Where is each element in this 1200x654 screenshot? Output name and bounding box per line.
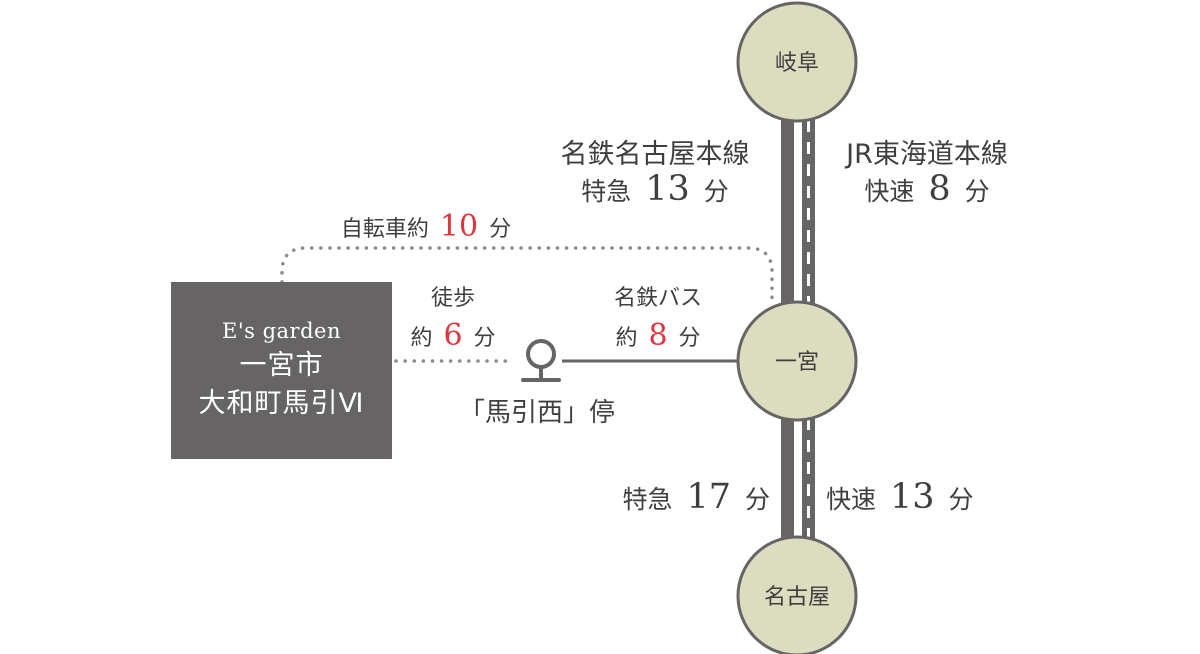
jr-upper-unit: 分	[965, 177, 990, 206]
meitetsu-lower-prefix: 特急	[623, 485, 673, 514]
bus-unit: 分	[679, 326, 701, 351]
walk-unit: 分	[474, 326, 496, 351]
bicycle-num: 10	[440, 209, 478, 244]
origin-city: 一宮市	[239, 349, 324, 381]
meitetsu-lower-num: 17	[686, 477, 731, 517]
jr-track-lower	[802, 414, 815, 546]
station-ichinomiya-label: 一宮	[775, 350, 819, 375]
jr-lower-num: 13	[890, 477, 935, 517]
jr-upper-prefix: 快速	[864, 177, 914, 206]
bus-time: 約 8 分	[615, 318, 700, 353]
meitetsu-lower-unit: 分	[745, 485, 770, 514]
bus-title: 名鉄バス	[614, 286, 702, 311]
meitetsu-upper-time: 特急 13 分	[581, 169, 728, 209]
bus-prefix: 約	[615, 326, 637, 351]
meitetsu-upper-unit: 分	[704, 177, 729, 206]
bus-stop-name: 「馬引西」停	[459, 398, 615, 428]
jr-line-name: JR東海道本線	[844, 139, 1008, 170]
jr-lower-prefix: 快速	[826, 485, 876, 514]
meitetsu-line-name: 名鉄名古屋本線	[561, 139, 750, 170]
bus-num: 8	[648, 318, 667, 353]
jr-upper-num: 8	[928, 169, 950, 209]
station-nagoya: 名古屋	[736, 535, 858, 654]
bicycle-route-dotted	[280, 246, 774, 306]
origin-address: 大和町馬引Ⅵ	[198, 387, 365, 419]
jr-lower-time: 快速 13 分	[826, 477, 973, 517]
jr-upper-time: 快速 8 分	[864, 169, 989, 209]
meitetsu-track-upper	[781, 118, 794, 306]
bicycle-unit: 分	[489, 217, 511, 242]
station-ichinomiya: 一宮	[736, 300, 858, 422]
origin-brand: E's garden	[222, 318, 341, 343]
station-gifu: 岐阜	[736, 1, 858, 123]
meitetsu-upper-num: 13	[645, 169, 690, 209]
bicycle-time: 自転車約 10 分	[341, 209, 511, 244]
meitetsu-upper-prefix: 特急	[581, 177, 631, 206]
meitetsu-lower-time: 特急 17 分	[623, 477, 770, 517]
station-gifu-label: 岐阜	[775, 51, 819, 76]
bus-stop-icon	[521, 339, 561, 382]
walk-title: 徒歩	[431, 286, 475, 311]
origin-property-box: E's garden 一宮市 大和町馬引Ⅵ	[171, 282, 392, 459]
meitetsu-track-lower	[781, 414, 794, 546]
walk-time: 約 6 分	[410, 318, 495, 353]
walk-num: 6	[443, 318, 462, 353]
station-nagoya-label: 名古屋	[764, 585, 830, 610]
railway-tracks	[781, 118, 815, 546]
walk-prefix: 約	[410, 326, 432, 351]
jr-lower-unit: 分	[948, 485, 973, 514]
bicycle-prefix: 自転車約	[341, 217, 429, 242]
